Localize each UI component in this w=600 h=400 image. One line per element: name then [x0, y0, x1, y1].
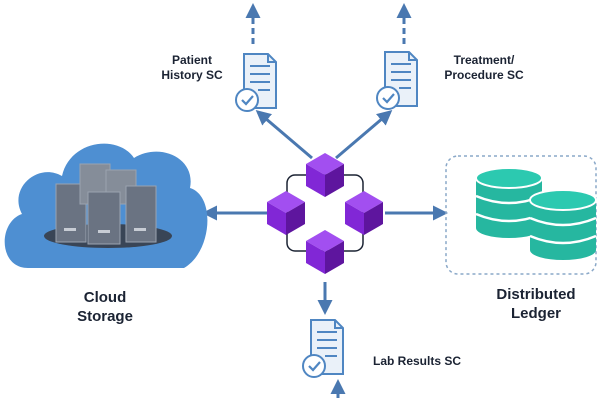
lab-results-contract-icon: [301, 318, 345, 379]
blockchain-cubes-icon: [267, 153, 383, 274]
block-cube-right: [345, 191, 383, 235]
patient-history-contract-icon: [234, 52, 278, 113]
treatment-contract-icon: [375, 50, 419, 111]
lab-results-label: Lab Results SC: [372, 354, 462, 368]
cloud-storage-label: Cloud Storage: [77, 289, 133, 325]
arrow-to-treatment: [335, 110, 393, 160]
ledger-dashed-frame: [445, 155, 597, 275]
arrow-to-patient-history: [255, 110, 313, 160]
distributed-ledger-label: Distributed Ledger: [496, 286, 576, 322]
treatment-label: Treatment/ Procedure SC: [444, 53, 524, 82]
cloud-servers-icon: [4, 143, 208, 268]
block-cube-top: [306, 153, 344, 197]
block-cube-bottom: [306, 230, 344, 274]
server-towers: [55, 163, 157, 245]
connection-lines: [202, 3, 448, 398]
block-cube-left: [267, 191, 305, 235]
database-stack-icon: [445, 155, 597, 275]
database-front: [529, 189, 597, 260]
patient-history-label: Patient History SC: [161, 53, 223, 82]
